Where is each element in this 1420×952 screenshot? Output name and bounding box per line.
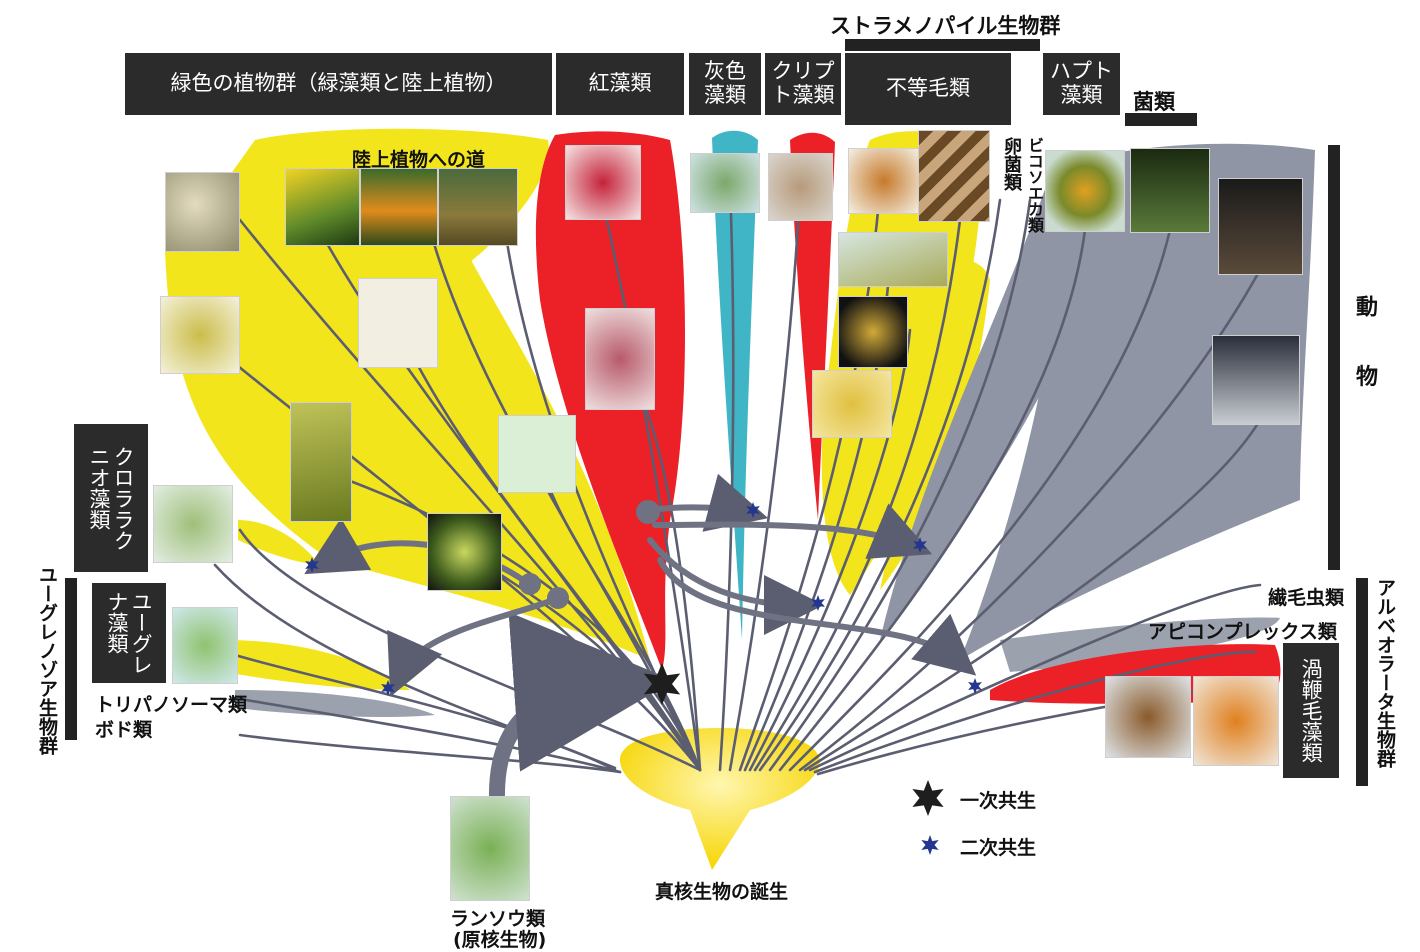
organism-photo	[290, 402, 352, 522]
chlorarachniophyte-band	[238, 520, 320, 565]
alveolata-label: アルベオラータ生物群	[1374, 578, 1396, 768]
header-glaucophytes: 灰色 藻類	[689, 53, 761, 115]
glaucophyte-lineage	[712, 130, 758, 641]
secondary-symbiosis-star	[968, 678, 982, 694]
branch-line	[238, 733, 622, 774]
ciliates-label: 繊毛虫類	[1268, 587, 1345, 609]
organism-photo	[812, 370, 892, 438]
organism-photo	[498, 415, 576, 493]
secondary-symbiosis-star	[913, 537, 927, 553]
organism-photo	[1045, 150, 1125, 232]
symbiosis-node	[519, 573, 541, 595]
stramenopiles-bar	[845, 39, 1040, 51]
organism-photo	[838, 296, 908, 368]
organism-photo	[565, 145, 641, 220]
apicomplexa-label: アピコンプレックス類	[1148, 621, 1337, 643]
euglenozoa-label: ユーグレノゾア生物群	[36, 565, 58, 755]
road-to-land-label: 陸上植物への道	[352, 149, 486, 171]
branch-line	[788, 228, 1172, 772]
animals-bar	[1328, 145, 1340, 570]
trypanosomes-label: トリパノソーマ類	[95, 694, 248, 716]
organism-photo	[427, 513, 502, 591]
primary-symbiosis-legend-icon	[912, 780, 944, 816]
secondary-symbiosis-arrows	[304, 473, 977, 697]
organism-photo	[438, 168, 518, 246]
branch-line	[798, 268, 1262, 772]
organism-photo	[165, 172, 240, 252]
header-green-plants: 緑色の植物群（緑藻類と陸上植物）	[125, 53, 552, 115]
branch-line	[728, 188, 802, 772]
trypanosome-band	[235, 690, 435, 718]
header-red-algae: 紅藻類	[556, 53, 684, 115]
branch-line	[803, 418, 1262, 772]
organism-photo	[450, 796, 530, 901]
stramenopiles-label: ストラメノパイル生物群	[830, 14, 1061, 38]
secondary-symbiosis-star	[746, 502, 760, 518]
chlorarachniophytes-box: クロララク ニオ藻類	[74, 424, 148, 572]
organism-photo	[285, 168, 360, 246]
branch-line	[598, 188, 702, 772]
fungi-bar	[1125, 113, 1197, 126]
symbiosis-node	[547, 587, 569, 609]
header-fungi: 菌類	[1133, 90, 1175, 114]
organism-photo	[172, 607, 238, 684]
organism-photo	[360, 168, 438, 246]
labyrinthulids-label: ビコソエカ類	[1025, 137, 1044, 233]
organism-photo	[690, 153, 760, 213]
organism-photo	[585, 308, 655, 410]
secondary-symbiosis-star	[305, 557, 319, 573]
secondary-symbiosis-markers	[305, 502, 982, 696]
organism-photo	[838, 232, 948, 287]
dinoflagellates-box: 渦鞭毛藻類	[1283, 643, 1339, 778]
oomycetes-label: 卵菌類	[1001, 137, 1022, 191]
branch-line	[778, 228, 1087, 772]
primary-symbiosis-legend-label: 一次共生	[960, 790, 1037, 812]
branch-line	[748, 328, 912, 772]
organism-photo	[1212, 335, 1300, 425]
organism-photo	[918, 130, 990, 222]
primary-symbiosis-marker	[643, 663, 681, 705]
secondary-symbiosis-legend-label: 二次共生	[960, 837, 1037, 859]
eukaryote-origin	[620, 728, 820, 870]
organism-photo	[1130, 148, 1210, 233]
symbiosis-node	[636, 500, 660, 524]
apicomplexa-band	[1000, 617, 1280, 672]
organism-photo	[1105, 676, 1191, 758]
organism-photo	[848, 148, 920, 214]
green-plant-lineage	[165, 131, 650, 660]
header-heterokonts: 不等毛類	[845, 53, 1011, 125]
organism-photo	[160, 296, 240, 374]
eukaryote-birth-label: 真核生物の誕生	[655, 881, 789, 903]
organism-photo	[358, 278, 438, 368]
alveolata-bar	[1356, 578, 1368, 786]
bodonids-label: ボド類	[95, 719, 153, 741]
organism-photo	[1218, 178, 1303, 275]
organism-photo	[1193, 676, 1279, 766]
header-cryptophytes: クリプ ト藻類	[765, 53, 841, 115]
haptophyte-lineage	[880, 165, 1130, 640]
cryptophyte-lineage	[790, 132, 835, 521]
secondary-symbiosis-legend-icon	[921, 835, 939, 855]
primary-symbiosis-arrow	[488, 612, 674, 808]
organism-photo	[153, 485, 233, 563]
header-haptophytes: ハプト 藻類	[1043, 53, 1120, 115]
euglenophytes-box: ユーグレ ナ藻類	[92, 583, 166, 683]
animals-label: 動 物	[1352, 295, 1377, 407]
euglenophyte-band	[225, 640, 410, 690]
secondary-symbiosis-star	[381, 680, 395, 696]
prokaryote-label: (原核生物)	[453, 929, 547, 951]
secondary-symbiosis-star	[811, 595, 825, 611]
branch-line	[813, 650, 1257, 774]
branch-line	[808, 583, 1262, 772]
organism-photo	[768, 153, 833, 221]
euglenozoa-bar	[65, 578, 77, 740]
cyanobacteria-label: ランソウ類	[450, 908, 546, 930]
